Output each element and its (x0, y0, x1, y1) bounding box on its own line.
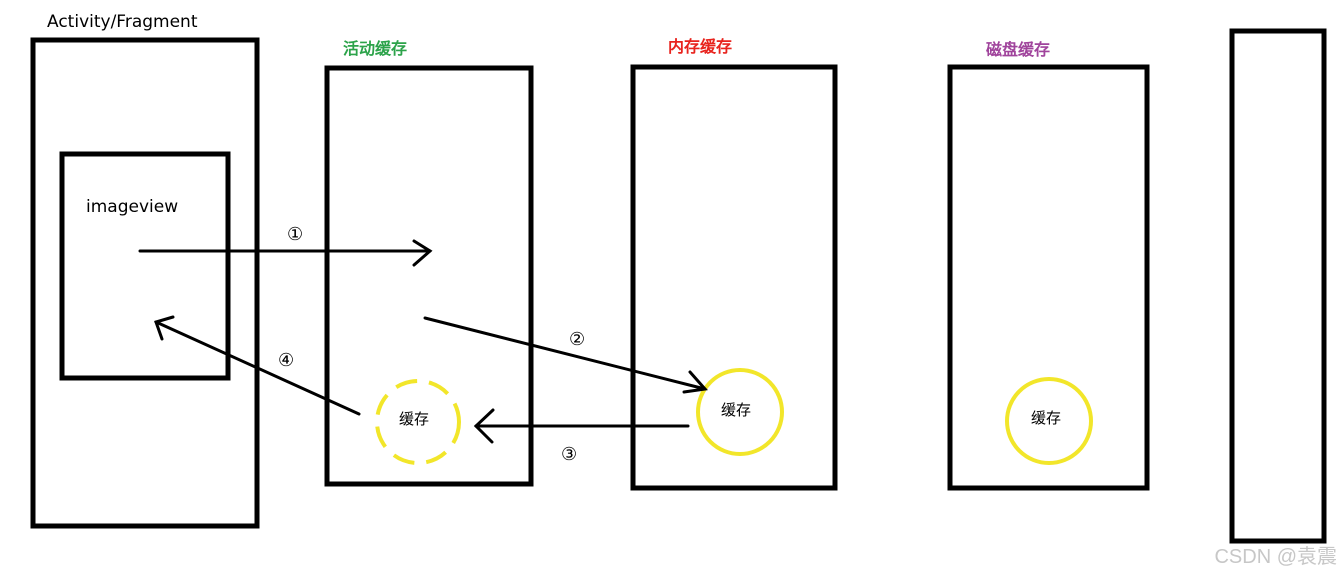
active-cache-title: 活动缓存 (343, 39, 408, 58)
disk-cache-item-label: 缓存 (1031, 409, 1062, 427)
arrow-step-2 (423, 316, 708, 394)
disk-cache-box (947, 64, 1150, 491)
active-cache-box (324, 65, 534, 487)
activity-fragment-title: Activity/Fragment (47, 12, 198, 32)
disk-cache-circle (1005, 377, 1093, 465)
step-3-label: ③ (561, 444, 578, 465)
step-4-label: ④ (278, 350, 295, 371)
step-1-label: ① (287, 224, 304, 245)
arrow-step-3 (473, 408, 690, 444)
memory-cache-item-label: 缓存 (721, 401, 752, 419)
imageview-box (59, 151, 231, 381)
arrow-step-1 (138, 239, 433, 267)
activity-fragment-box (30, 37, 260, 529)
arrow-step-4 (154, 315, 361, 416)
step-2-label: ② (569, 329, 586, 350)
memory-cache-title: 内存缓存 (668, 37, 733, 56)
active-cache-item-label: 缓存 (399, 410, 430, 428)
network-source-box (1229, 28, 1327, 544)
active-cache-circle (375, 379, 461, 465)
memory-cache-box (630, 64, 838, 491)
disk-cache-title: 磁盘缓存 (986, 40, 1051, 59)
watermark: CSDN @袁震 (1214, 546, 1337, 568)
memory-cache-circle (696, 368, 784, 456)
imageview-label: imageview (86, 197, 179, 217)
